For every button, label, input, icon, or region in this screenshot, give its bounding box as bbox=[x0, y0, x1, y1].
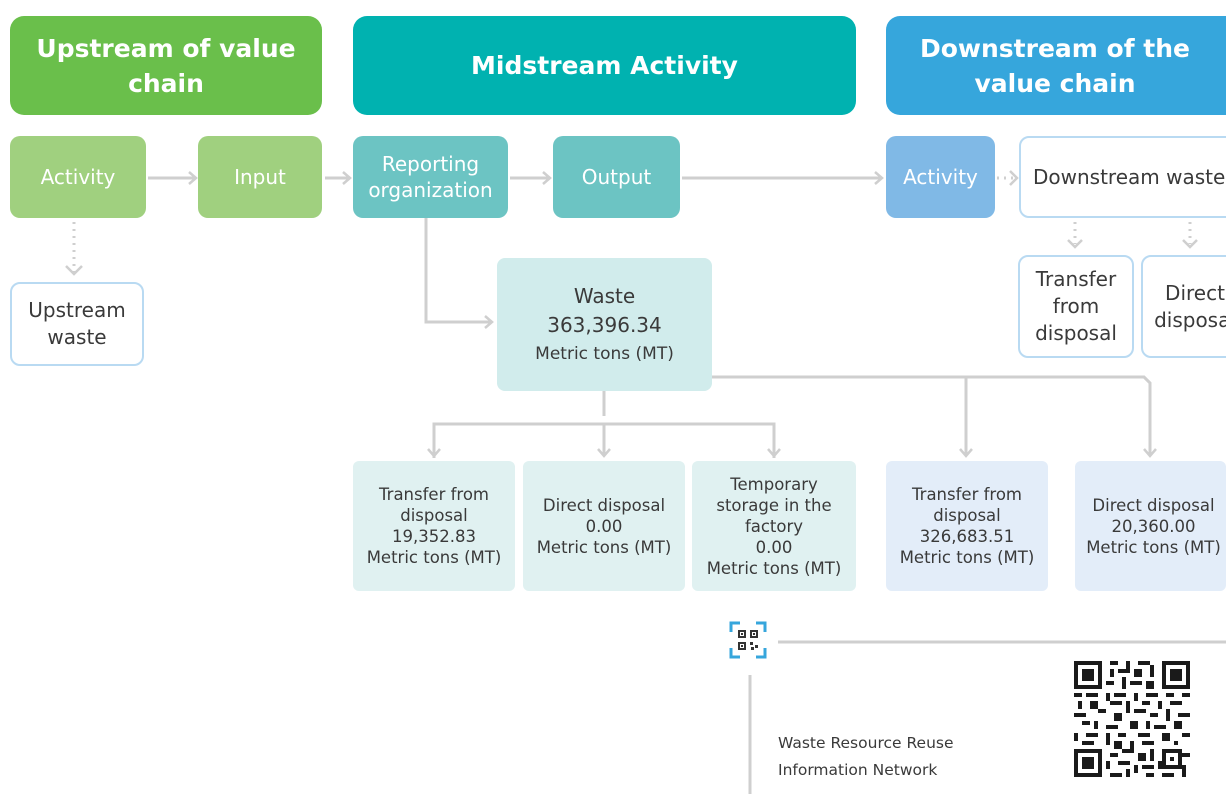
waste-total-box: Waste 363,396.34 Metric tons (MT) bbox=[497, 258, 712, 391]
box-value: 0.00 bbox=[755, 537, 793, 557]
down-transfer-box: Transfer from disposal 326,683.51 Metric… bbox=[886, 461, 1048, 591]
waste-unit: Metric tons (MT) bbox=[535, 343, 674, 364]
stage-downstream-activity: Activity bbox=[886, 136, 995, 218]
box-unit: Metric tons (MT) bbox=[1086, 537, 1221, 557]
downstream-waste: Downstream waste bbox=[1019, 136, 1226, 218]
box-label: Temporary storage in the factory bbox=[716, 474, 832, 536]
box-value: 0.00 bbox=[585, 516, 623, 536]
dotted-arrowhead bbox=[1182, 239, 1198, 249]
arrow-reporting-waste bbox=[424, 218, 494, 329]
box-unit: Metric tons (MT) bbox=[899, 548, 1035, 567]
box-unit: Metric tons (MT) bbox=[706, 558, 842, 578]
stage-reporting-organization: Reporting organization bbox=[353, 136, 508, 218]
waste-value: 363,396.34 bbox=[547, 312, 662, 337]
mid-transfer-box: Transfer from disposal 19,352.83 Metric … bbox=[353, 461, 515, 591]
downstream-transfer-category: Transfer from disposal bbox=[1018, 255, 1134, 358]
box-label: Transfer from disposal bbox=[379, 485, 489, 525]
qr-note: Waste Resource Reuse Information Network bbox=[778, 734, 954, 779]
box-label: Direct disposal bbox=[1092, 495, 1215, 515]
box-unit: Metric tons (MT) bbox=[536, 537, 672, 557]
box-value: 20,360.00 bbox=[1111, 516, 1196, 536]
box-label: Direct disposal bbox=[542, 495, 666, 515]
mid-temporary-box: Temporary storage in the factory 0.00 Me… bbox=[692, 461, 856, 591]
down-direct-box: Direct disposal 20,360.00 Metric tons (M… bbox=[1075, 461, 1226, 591]
downstream-direct-category: Direct disposal bbox=[1141, 255, 1226, 358]
waste-label: Waste bbox=[573, 283, 636, 308]
header-upstream: Upstream of value chain bbox=[10, 16, 322, 115]
stage-input: Input bbox=[198, 136, 322, 218]
dotted-arrowhead bbox=[1009, 170, 1019, 186]
qr-code[interactable] bbox=[1074, 661, 1190, 777]
box-value: 326,683.51 bbox=[919, 527, 1015, 546]
box-value: 19,352.83 bbox=[392, 527, 476, 546]
box-unit: Metric tons (MT) bbox=[366, 548, 502, 567]
header-midstream: Midstream Activity bbox=[353, 16, 856, 115]
stage-upstream-activity: Activity bbox=[10, 136, 146, 218]
stage-output: Output bbox=[553, 136, 680, 218]
mid-direct-box: Direct disposal 0.00 Metric tons (MT) bbox=[523, 461, 685, 591]
arrow-down-direct bbox=[712, 375, 1157, 458]
header-downstream: Downstream of the value chain bbox=[886, 16, 1226, 115]
upstream-waste: Upstream waste bbox=[10, 282, 144, 366]
dotted-arrowhead bbox=[65, 265, 83, 276]
dotted-arrowhead bbox=[1067, 239, 1083, 249]
box-label: Transfer from disposal bbox=[912, 485, 1022, 525]
qr-scan-icon bbox=[729, 621, 767, 659]
